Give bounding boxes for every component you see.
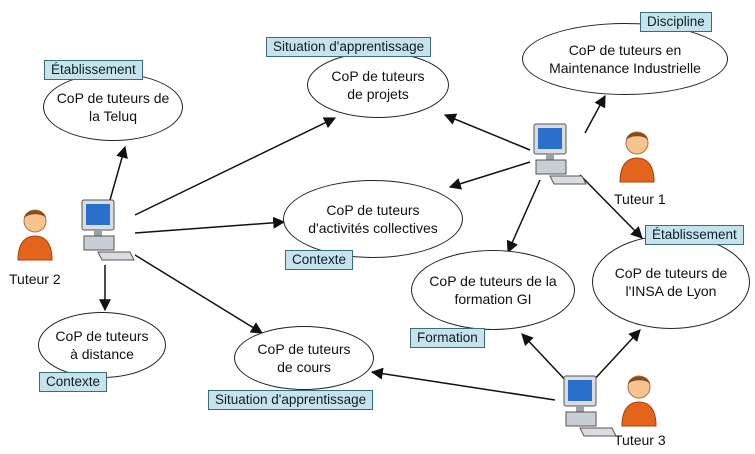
edge-c1-maintenance — [584, 94, 606, 134]
node-teluq-label: CoP de tuteurs de la Teluq — [56, 90, 170, 124]
node-gi: CoP de tuteurs de la formation GI — [411, 250, 575, 330]
edge-c1-gi — [506, 179, 541, 254]
edge-c2-collectives — [134, 216, 286, 234]
edge-c2-teluq — [109, 145, 128, 201]
tag-teluq: Établissement — [44, 60, 143, 80]
computer-icon — [533, 123, 587, 185]
node-cours: CoP de tuteurs de cours — [234, 326, 374, 390]
tag-distance: Contexte — [39, 372, 108, 392]
tuteur2-label: Tuteur 2 — [9, 271, 61, 287]
person-icon — [17, 209, 53, 261]
tuteur1-label: Tuteur 1 — [614, 191, 666, 207]
node-projets-label: CoP de tuteurs de projets — [331, 68, 425, 102]
edge-c3-insa — [591, 329, 641, 383]
person-icon — [621, 375, 657, 427]
computer-icon — [81, 199, 135, 261]
edge-c1-collectives — [448, 161, 531, 190]
node-collectives-label: CoP de tuteurs d'activités collectives — [308, 202, 438, 236]
edge-c1-projets — [443, 113, 531, 151]
node-teluq: CoP de tuteurs de la Teluq — [43, 73, 183, 141]
tuteur3-label: Tuteur 3 — [614, 432, 666, 448]
tag-cours: Situation d'apprentissage — [208, 390, 374, 410]
node-gi-label: CoP de tuteurs de la formation GI — [429, 273, 557, 307]
person-icon — [619, 131, 655, 183]
tag-projets: Situation d'apprentissage — [266, 37, 432, 57]
edge-c2-cours — [134, 254, 264, 334]
tag-gi: Formation — [410, 328, 485, 348]
node-insa: CoP de tuteurs de l'INSA de Lyon — [592, 235, 750, 329]
node-collectives: CoP de tuteurs d'activités collectives — [283, 180, 463, 258]
node-insa-label: CoP de tuteurs de l'INSA de Lyon — [614, 265, 728, 299]
node-cours-label: CoP de tuteurs de cours — [257, 341, 351, 375]
node-maintenance-label: CoP de tuteurs en Maintenance Industriel… — [549, 42, 701, 76]
tag-insa: Établissement — [645, 225, 744, 245]
tag-maintenance: Discipline — [640, 12, 712, 32]
edge-c1-insa — [579, 174, 643, 239]
edge-c3-cours — [370, 367, 556, 401]
computer-icon — [563, 375, 617, 437]
node-distance-label: CoP de tuteurs à distance — [55, 328, 149, 362]
tag-collectives: Contexte — [285, 250, 354, 270]
node-projets: CoP de tuteurs de projets — [307, 52, 449, 118]
node-maintenance: CoP de tuteurs en Maintenance Industriel… — [522, 23, 728, 95]
edge-c3-gi — [521, 333, 571, 386]
node-distance: CoP de tuteurs à distance — [38, 312, 166, 378]
edge-c2-projets — [134, 117, 337, 216]
